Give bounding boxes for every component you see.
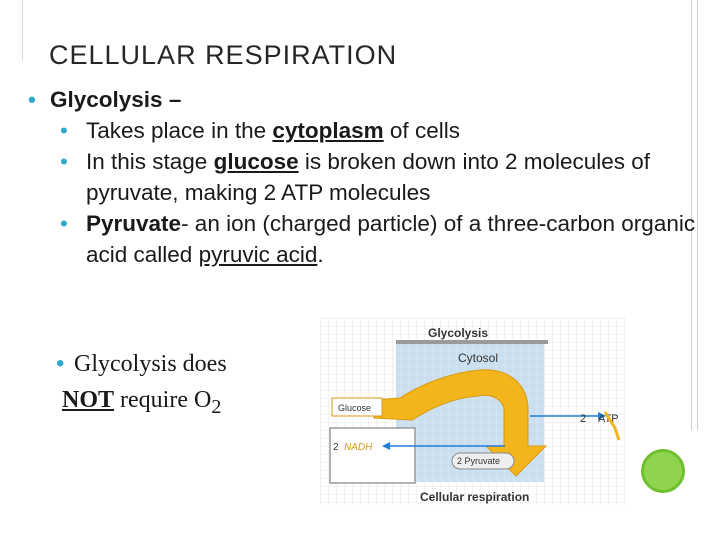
atp-count: 2 — [580, 413, 586, 425]
term-glucose: glucose — [213, 149, 299, 174]
sub-bullet-glucose: • In this stage glucose is broken down i… — [28, 146, 708, 208]
sub-bullet-pyruvate: • Pyruvate- an ion (charged particle) of… — [28, 208, 708, 270]
left-frame-line — [22, 0, 23, 60]
nadh-box — [329, 427, 416, 484]
nadh-label: NADH — [344, 442, 373, 453]
subscript: 2 — [211, 395, 222, 418]
text-run: of cells — [383, 118, 460, 143]
bullet-dot: • — [60, 118, 68, 143]
glucose-label: Glucose — [338, 403, 371, 413]
atp-lightning — [603, 411, 621, 441]
glucose-hex — [331, 397, 383, 417]
term-pyruvic-acid: pyruvic acid — [198, 242, 318, 267]
bottom-label: Cellular respiration — [420, 490, 529, 504]
note-line-1: • Glycolysis does — [56, 346, 227, 382]
yellow-arrow — [371, 369, 548, 477]
glycolysis-diagram: Glycolysis Cytosol Glucose 2 ATP 2 NADH … — [320, 318, 625, 506]
nadh-count: 2 — [333, 442, 339, 453]
term-pyruvate: Pyruvate — [86, 211, 182, 236]
note-line-2: NOT require O2 — [56, 382, 227, 425]
text-run: is broken down into 2 molecules of pyruv… — [86, 149, 651, 205]
cytosol-label: Cytosol — [458, 351, 498, 365]
diagram-title: Glycolysis — [428, 326, 488, 340]
bullet-text: Glycolysis – — [50, 87, 182, 112]
bullet-list: • Glycolysis – • Takes place in the cyto… — [28, 84, 708, 270]
text-run: Glycolysis does — [74, 351, 227, 377]
nadh-arrow-head — [382, 442, 390, 450]
term-cytoplasm: cytoplasm — [272, 118, 384, 143]
pyruvate-label: 2 Pyruvate — [457, 456, 500, 466]
right-frame-bar — [691, 0, 698, 430]
bullet-dot: • — [56, 350, 65, 377]
text-run: - an ion (charged particle) of a three-c… — [86, 211, 696, 267]
bullet-dot: • — [28, 87, 36, 112]
bullet-glycolysis: • Glycolysis – — [28, 84, 708, 115]
bullet-dot: • — [60, 149, 68, 174]
term-not: NOT — [62, 387, 115, 413]
text-run: require O — [114, 387, 212, 413]
pyruvate-pill — [451, 452, 515, 470]
panel-top-bar — [396, 340, 548, 344]
green-circle-decoration — [641, 449, 685, 493]
text-run: . — [317, 242, 324, 267]
atp-arrow-head — [598, 412, 606, 420]
slide-title: CELLULAR RESPIRATION — [49, 40, 398, 70]
text-run: In this stage — [86, 149, 214, 174]
bullet-dot: • — [60, 211, 68, 236]
text-run: Takes place in the — [86, 118, 273, 143]
sub-bullet-cytoplasm: • Takes place in the cytoplasm of cells — [28, 115, 708, 146]
oxygen-note: • Glycolysis does NOT require O2 — [56, 346, 227, 425]
